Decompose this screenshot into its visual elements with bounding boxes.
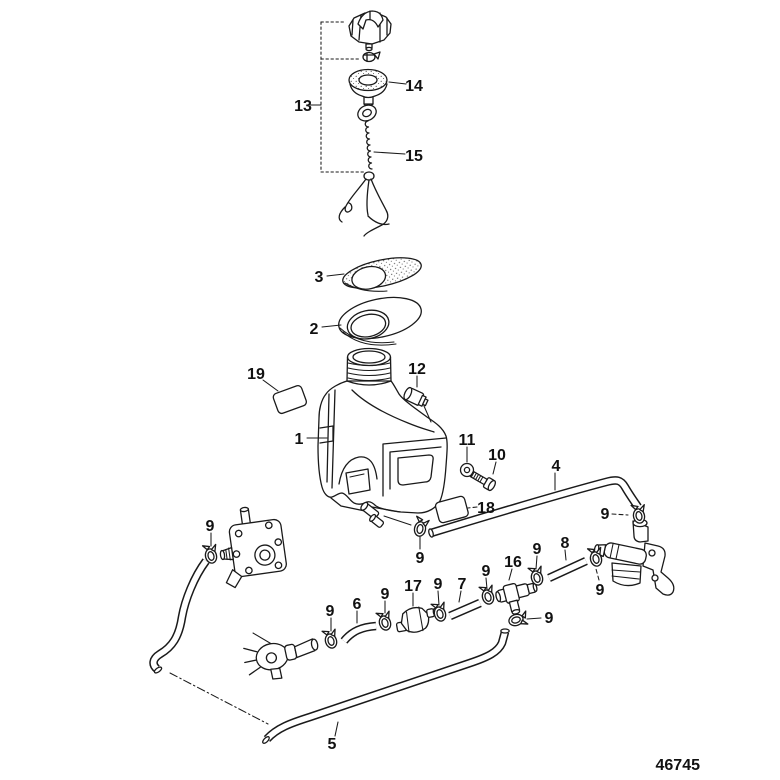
leader-lines xyxy=(210,81,629,737)
tee-fitting-16 xyxy=(495,582,538,615)
fuel-pump xyxy=(219,506,287,589)
callout-9-hose7: 9 xyxy=(482,563,491,580)
figure-number: 46745 xyxy=(656,757,701,774)
callout-5: 5 xyxy=(328,736,337,753)
filler-gasket-14 xyxy=(348,68,388,108)
clamp-9-tee-right xyxy=(527,563,548,588)
hose-6 xyxy=(340,621,377,644)
oval-gasket-2 xyxy=(338,296,422,340)
gasket-2-edge xyxy=(339,327,397,346)
pump-hose xyxy=(149,558,210,674)
callout-9-hose6-left: 9 xyxy=(326,603,335,620)
callout-18: 18 xyxy=(477,500,495,517)
fuel-connector-assembly-right xyxy=(593,518,675,596)
hose-5 xyxy=(262,628,510,744)
clamp-9-filter-right xyxy=(430,599,451,624)
callout-9-tank-outlet: 9 xyxy=(416,550,425,567)
callout-19: 19 xyxy=(247,366,265,383)
hose-8 xyxy=(547,557,588,582)
alignment-dashdot-line xyxy=(169,672,269,725)
bracket-13-lines xyxy=(309,21,365,173)
callout-4: 4 xyxy=(552,458,561,475)
callout-9-tee-right: 9 xyxy=(533,541,542,558)
decal-18 xyxy=(434,495,469,524)
callouts: 13 14 15 3 2 19 12 1 11 10 4 18 9 9 9 9 … xyxy=(206,78,610,753)
hose-7 xyxy=(448,599,482,620)
lanyard-chain-15 xyxy=(364,120,373,170)
callout-9-right-side: 9 xyxy=(596,582,605,599)
cap-clip xyxy=(362,51,381,63)
callout-15: 15 xyxy=(405,148,423,165)
callout-13: 13 xyxy=(294,98,312,115)
grommet-ring xyxy=(357,104,377,122)
callout-7: 7 xyxy=(458,576,467,593)
fuel-tank-1 xyxy=(317,347,448,528)
callout-1: 1 xyxy=(295,431,304,448)
fuel-line-connector-bottom xyxy=(243,632,319,680)
screw-10 xyxy=(469,470,496,492)
vent-fitting-12 xyxy=(403,386,429,407)
fuel-filter-17 xyxy=(395,606,438,633)
callout-8: 8 xyxy=(561,535,570,552)
hose-4 xyxy=(428,476,642,538)
clamp-9-tank-outlet xyxy=(412,515,431,539)
callout-12: 12 xyxy=(408,361,426,378)
callout-9-hose6-right: 9 xyxy=(381,586,390,603)
fuel-pickup-hook xyxy=(338,171,390,237)
callout-10: 10 xyxy=(488,447,506,464)
callout-11: 11 xyxy=(459,432,476,449)
callout-16: 16 xyxy=(504,554,522,571)
callout-9-pump: 9 xyxy=(206,518,215,535)
decal-19 xyxy=(272,385,308,415)
oval-pad-3 xyxy=(342,257,422,290)
callout-9-filter: 9 xyxy=(434,576,443,593)
callout-9-tee-bottom: 9 xyxy=(545,610,554,627)
pad-3-edge xyxy=(344,282,388,292)
clamp-9-tee-bottom xyxy=(506,610,531,631)
washer-11 xyxy=(459,462,475,478)
callout-17: 17 xyxy=(404,578,422,595)
callout-6: 6 xyxy=(353,596,362,613)
callout-14: 14 xyxy=(405,78,423,95)
clamp-9-hose7-right xyxy=(478,582,499,607)
fuel-cap xyxy=(348,10,392,52)
callout-3: 3 xyxy=(315,269,324,286)
callout-2: 2 xyxy=(310,321,319,338)
callout-9-right-top: 9 xyxy=(601,506,610,523)
